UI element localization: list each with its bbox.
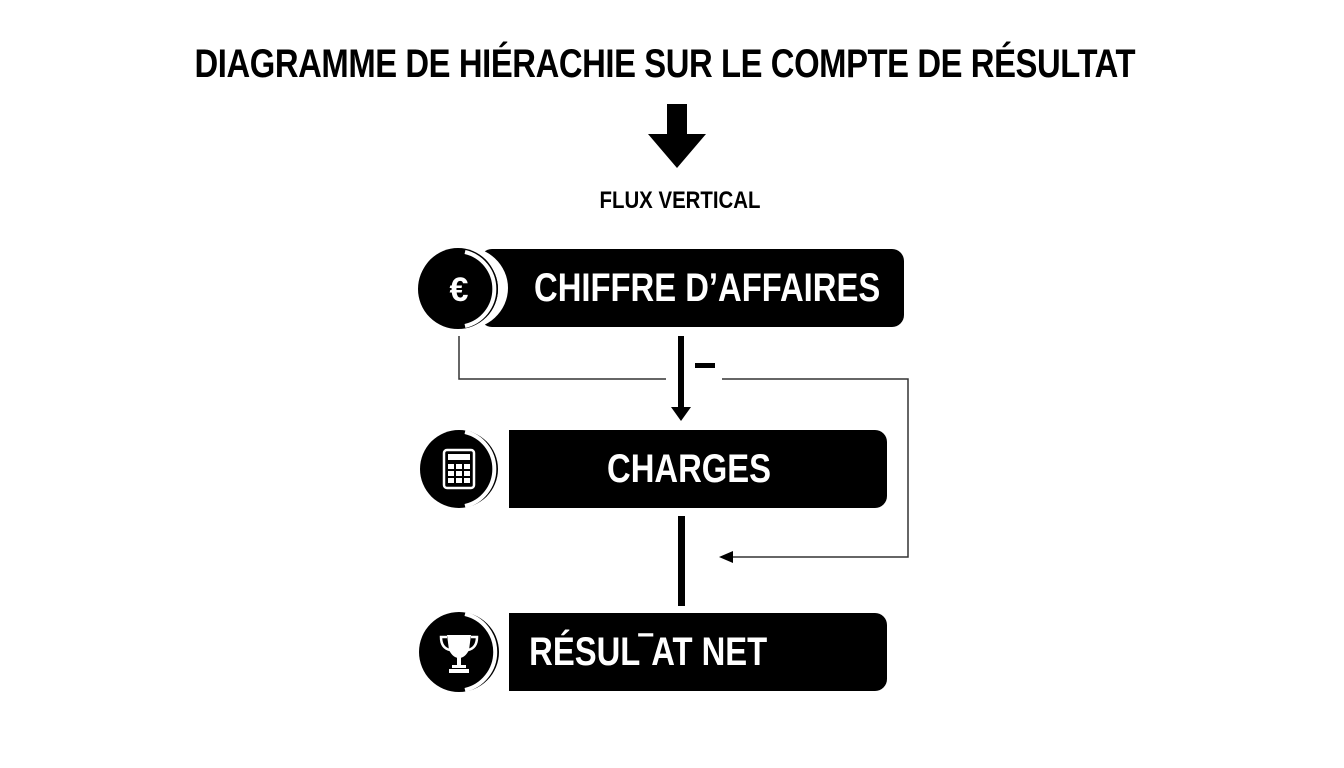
node-label: RÉSUL‾AT NET [529,630,768,674]
node-chiffre-affaires: CHIFFRE D’AFFAIRES [480,249,904,327]
node-label: CHARGES [607,447,772,491]
minus-sign-icon [695,363,715,368]
euro-icon-badge: € [420,250,498,328]
left-arrowhead-icon [719,551,733,563]
left-bracket-line [458,336,666,380]
node-charges: CHARGES [480,430,887,508]
right-bracket-line [722,378,909,558]
main-flow-line-2 [678,516,685,606]
calculator-icon [442,448,476,490]
node-resultat-net: RÉSUL‾AT NET [480,613,887,691]
diagram-title: DIAGRAMME DE HIÉRACHIE SUR LE COMPTE DE … [194,42,1136,86]
arrow-down-icon [648,104,706,168]
main-flow-arrowhead-icon [671,407,691,421]
node-label: CHIFFRE D’AFFAIRES [533,266,881,310]
calculator-icon-badge [420,428,509,510]
main-flow-line-1 [678,336,684,409]
trophy-icon [439,635,479,673]
trophy-icon-badge [419,610,509,694]
euro-icon: € [450,271,469,309]
flow-label: FLUX VERTICAL [599,187,761,214]
